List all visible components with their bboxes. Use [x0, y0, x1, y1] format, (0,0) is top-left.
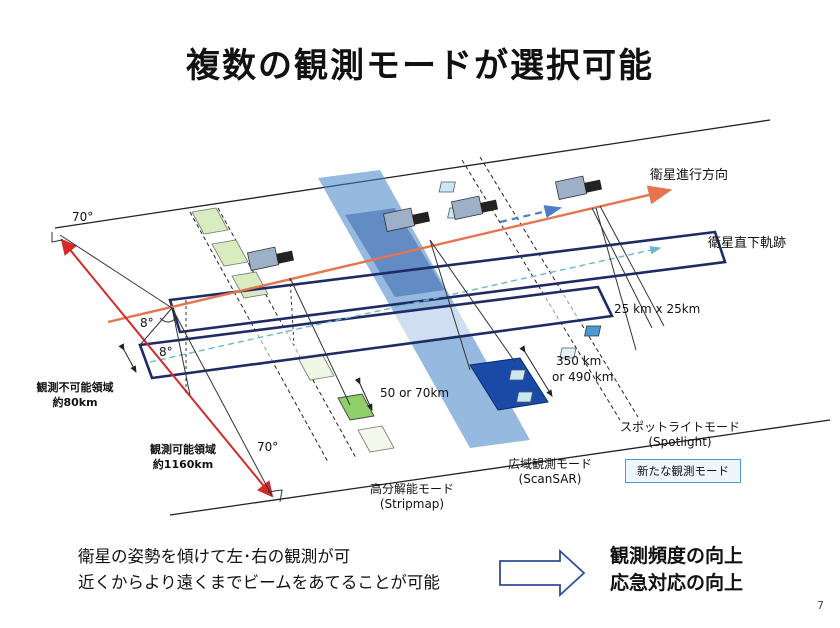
strip-cell-5 [357, 425, 395, 453]
stripmap-label: 高分解能モード (Stripmap) [369, 482, 454, 511]
angle-70-top: 70° [72, 210, 94, 224]
observable-range-arrow [60, 238, 274, 498]
result-line-2: 応急対応の向上 [610, 572, 744, 594]
spot-cell-5 [559, 347, 577, 359]
strip-width-label: 50 or 70km [380, 386, 450, 400]
angle-8-bottom: 8° [159, 345, 173, 359]
scansar-width-label-1: 350 km [556, 354, 602, 368]
scansar-width-label-2: or 490 km [552, 370, 614, 384]
angle-70-bottom: 70° [257, 440, 279, 454]
new-mode-box: 新たな観測モード [625, 459, 741, 483]
beam-strip [289, 277, 351, 406]
strip-cell-active [337, 393, 375, 421]
spot-corridor-right [479, 156, 639, 418]
unobservable-label: 観測不可能領域 約80km [36, 381, 114, 409]
beam-strip-2 [289, 277, 295, 346]
angle-line-a [139, 307, 173, 346]
scansar-width-arrow [519, 345, 553, 397]
angle-arc [159, 317, 177, 323]
bottom-description: 衛星の姿勢を傾けて左･右の観測が可 近くからより遠くまでビームをあてることが可能 [78, 544, 440, 596]
blue-dashed-arrow [499, 205, 563, 224]
spotlight-label: スポットライトモード (Spotlight) [619, 420, 740, 449]
bottom-line-2: 近くからより遠くまでビームをあてることが可能 [78, 573, 440, 592]
satellite-icon [382, 207, 431, 232]
spot-cell-4 [516, 391, 534, 403]
angle-line-b [171, 307, 191, 396]
angle-line-top [59, 234, 173, 309]
swath-near [138, 285, 614, 380]
direction-label: 衛星進行方向 [650, 168, 729, 183]
spot-cell-active [584, 325, 602, 337]
right-angle-bottom [267, 489, 283, 503]
angle-line-c [171, 307, 273, 497]
beam-spot-c [595, 207, 637, 351]
slide-title: 複数の観測モードが選択可能 [186, 46, 654, 86]
page-number: 7 [817, 599, 824, 612]
ground-track-line [149, 246, 662, 363]
scansar-label: 広域観測モード (ScanSAR) [507, 457, 592, 486]
spot-cell-3 [508, 369, 526, 381]
result-text: 観測頻度の向上 応急対応の向上 [610, 543, 743, 597]
observable-label: 観測可能領域 約1160km [150, 443, 216, 471]
strip-cell-1 [191, 207, 229, 235]
satellite-icon [554, 175, 603, 200]
satellite-icon [246, 246, 295, 271]
strip-width-arrow [354, 377, 373, 411]
result-line-1: 観測頻度の向上 [610, 545, 744, 567]
spot-size-label: 25 km x 25km [614, 302, 701, 316]
satellite-icon [450, 195, 499, 220]
beam-spot-b [599, 205, 665, 327]
right-angle-top [51, 232, 63, 243]
bottom-line-1: 衛星の姿勢を傾けて左･右の観測が可 [78, 547, 351, 566]
beam-scansar-a [429, 239, 471, 371]
beam-scansar-b [429, 239, 516, 363]
angle-8-top: 8° [140, 316, 154, 330]
unobservable-arrow [118, 343, 137, 373]
ground-edge-far [54, 119, 771, 229]
spot-cell-1 [438, 181, 456, 193]
ground-track-label: 衛星直下軌跡 [708, 236, 787, 251]
result-arrow-icon [499, 548, 586, 598]
scansar-band-dark [345, 208, 445, 297]
